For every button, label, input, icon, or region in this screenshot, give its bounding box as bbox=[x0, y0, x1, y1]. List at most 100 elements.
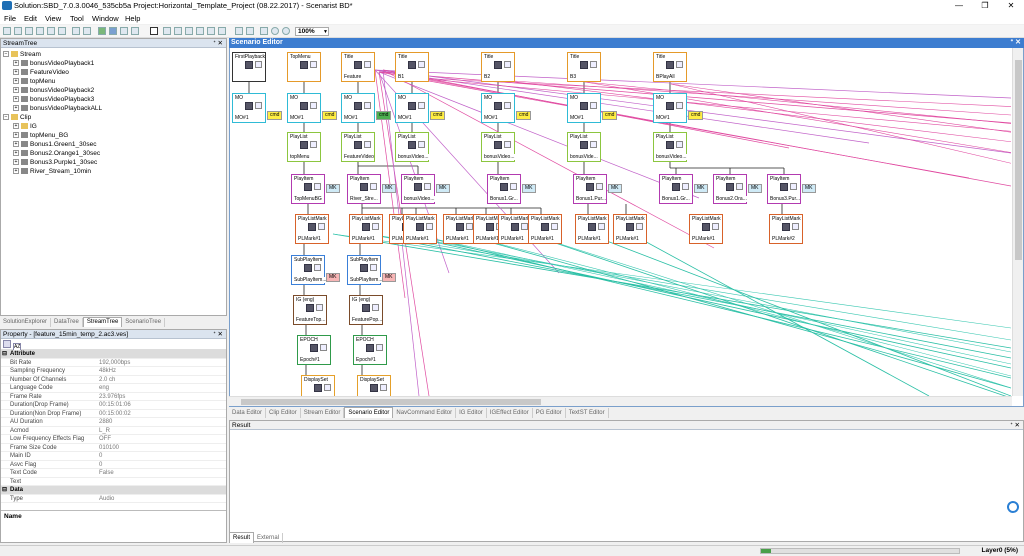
minimize-icon[interactable]: — bbox=[955, 1, 963, 10]
tree-item-stream[interactable]: +bonusVideoPlayback3 bbox=[13, 96, 95, 103]
collapse-icon[interactable]: − bbox=[3, 114, 9, 121]
node-expand-icon[interactable] bbox=[676, 102, 683, 109]
node-expand-icon[interactable] bbox=[314, 183, 321, 190]
displayset-node[interactable]: DisplaySet bbox=[357, 375, 391, 396]
node-expand-icon[interactable] bbox=[736, 183, 743, 190]
node-expand-icon[interactable] bbox=[376, 344, 383, 351]
tool7-icon[interactable] bbox=[235, 27, 243, 35]
menu-tool[interactable]: Tool bbox=[70, 14, 84, 23]
tree-item-clip[interactable]: +Bonus2.Orange1_30sec bbox=[13, 150, 101, 157]
mk-tag[interactable]: MK bbox=[436, 184, 450, 193]
tab-clip-editor[interactable]: Clip Editor bbox=[266, 408, 301, 418]
zoom-in-icon[interactable] bbox=[271, 27, 279, 35]
cmd-tag[interactable]: cmd bbox=[376, 111, 392, 120]
mk-tag[interactable]: MK bbox=[608, 184, 622, 193]
node-expand-icon[interactable] bbox=[418, 141, 425, 148]
mk-tag[interactable]: MK bbox=[382, 184, 396, 193]
tree-item-clip[interactable]: +topMenu_BG bbox=[13, 132, 69, 139]
menu-view[interactable]: View bbox=[45, 14, 62, 23]
node-expand-icon[interactable] bbox=[596, 183, 603, 190]
ig-tag[interactable]: MK bbox=[326, 273, 340, 282]
property-row[interactable]: Text bbox=[1, 478, 226, 486]
copy-icon[interactable] bbox=[47, 27, 55, 35]
collapse-icon[interactable]: ⊟ bbox=[2, 351, 8, 357]
tree-node-clip[interactable]: −Clip bbox=[3, 113, 31, 122]
tab-data-editor[interactable]: Data Editor bbox=[229, 408, 267, 418]
node-expand-icon[interactable] bbox=[790, 183, 797, 190]
node-expand-icon[interactable] bbox=[636, 223, 643, 230]
menu-help[interactable]: Help bbox=[125, 14, 141, 23]
node-expand-icon[interactable] bbox=[598, 223, 605, 230]
tab-navcommand-editor[interactable]: NavCommand Editor bbox=[393, 408, 457, 418]
tab-result[interactable]: Result bbox=[229, 532, 255, 543]
tool1-icon[interactable] bbox=[163, 27, 171, 35]
horizontal-scrollbar[interactable] bbox=[229, 396, 1012, 406]
menu-window[interactable]: Window bbox=[92, 14, 119, 23]
tree-node-stream[interactable]: −Stream bbox=[3, 50, 41, 59]
tree-item-stream[interactable]: +bonusVideoPlayback1 bbox=[13, 60, 95, 67]
node-expand-icon[interactable] bbox=[255, 61, 262, 68]
node-expand-icon[interactable] bbox=[792, 223, 799, 230]
property-row[interactable]: Duration(Drop Frame)00:15:01:06 bbox=[1, 401, 226, 410]
tool4-icon[interactable] bbox=[196, 27, 204, 35]
node-expand-icon[interactable] bbox=[504, 61, 511, 68]
close-icon[interactable]: ✕ bbox=[1007, 1, 1015, 10]
node-expand-icon[interactable] bbox=[504, 102, 511, 109]
scroll-thumb[interactable] bbox=[241, 399, 541, 405]
node-expand-icon[interactable] bbox=[316, 304, 323, 311]
menu-file[interactable]: File bbox=[4, 14, 17, 23]
mk-tag[interactable]: MK bbox=[694, 184, 708, 193]
tree-item-clip[interactable]: +River_Stream_10min bbox=[13, 168, 92, 175]
node-expand-icon[interactable] bbox=[424, 183, 431, 190]
ig-node[interactable]: IG (eng)FeatureTop... bbox=[293, 295, 327, 325]
node-expand-icon[interactable] bbox=[364, 61, 371, 68]
node-expand-icon[interactable] bbox=[551, 223, 558, 230]
displayset-node[interactable]: DisplaySet bbox=[301, 375, 335, 396]
tree-item-clip[interactable]: +IG bbox=[13, 123, 37, 130]
tool5-icon[interactable] bbox=[207, 27, 215, 35]
node-expand-icon[interactable] bbox=[521, 223, 528, 230]
node-expand-icon[interactable] bbox=[504, 141, 511, 148]
tab-pg-editor[interactable]: PG Editor bbox=[533, 408, 566, 418]
pointer-icon[interactable] bbox=[150, 27, 158, 35]
node-expand-icon[interactable] bbox=[310, 102, 317, 109]
redo-icon[interactable] bbox=[83, 27, 91, 35]
node-expand-icon[interactable] bbox=[314, 264, 321, 271]
build-icon[interactable] bbox=[98, 27, 106, 35]
node-expand-icon[interactable] bbox=[466, 223, 473, 230]
mk-tag[interactable]: MK bbox=[802, 184, 816, 193]
node-expand-icon[interactable] bbox=[370, 264, 377, 271]
pin-close-icon[interactable]: ᐩ ✕ bbox=[213, 40, 223, 47]
node-expand-icon[interactable] bbox=[310, 61, 317, 68]
pin-close-icon[interactable]: ᐩ ✕ bbox=[213, 331, 223, 338]
zoom-out-icon[interactable] bbox=[282, 27, 290, 35]
node-expand-icon[interactable] bbox=[364, 102, 371, 109]
